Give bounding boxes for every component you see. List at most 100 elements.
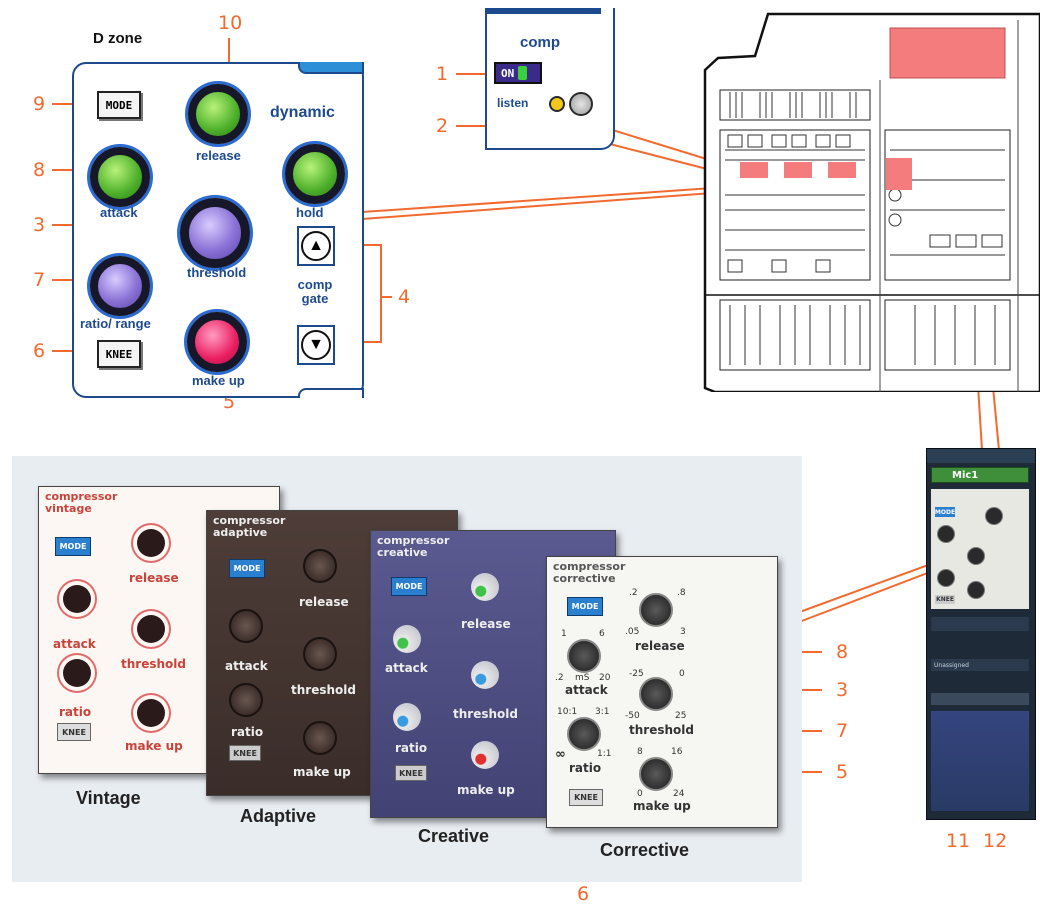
creative-mode-button[interactable]: MODE xyxy=(391,577,427,596)
callout-8b: 8 xyxy=(836,641,849,663)
creative-ratio-label: ratio xyxy=(395,741,428,755)
channel-mode-button[interactable]: MODE xyxy=(934,507,956,517)
channel-ratio-knob[interactable] xyxy=(937,569,955,587)
listen-led-icon xyxy=(549,96,565,112)
release-knob[interactable] xyxy=(188,84,248,144)
creative-knee-button[interactable]: KNEE xyxy=(395,765,427,781)
corrective-thr-tick-lo: -25 xyxy=(629,669,644,679)
corrective-knee-button[interactable]: KNEE xyxy=(569,789,603,806)
creative-title: compressor creative xyxy=(377,534,450,559)
corrective-attack-tick-lo: 1 xyxy=(561,629,567,639)
makeup-knob-label: make up xyxy=(192,373,245,388)
vintage-ratio-knob[interactable] xyxy=(63,659,91,687)
callout-3b: 3 xyxy=(836,679,849,701)
corrective-title: compressor corrective xyxy=(553,560,626,585)
comp-gate-down-button[interactable]: ▼ xyxy=(297,325,335,365)
callout-8: 8 xyxy=(33,159,46,181)
corrective-mode-button[interactable]: MODE xyxy=(567,597,603,616)
channel-strip-tabbar xyxy=(927,449,1035,463)
corrective-mk-tick-lo: 8 xyxy=(637,747,643,757)
makeup-knob[interactable] xyxy=(187,312,247,372)
callout-6: 6 xyxy=(33,340,46,362)
adaptive-threshold-label: threshold xyxy=(291,683,356,697)
threshold-knob[interactable] xyxy=(180,198,250,268)
vintage-attack-knob[interactable] xyxy=(63,585,91,613)
plugin-corrective: compressor corrective MODE .2 .8 .05 3 r… xyxy=(546,556,778,828)
callout-7b: 7 xyxy=(836,720,849,742)
callout-12: 12 xyxy=(983,830,1008,852)
comp-gate-up-button[interactable]: ▲ xyxy=(297,226,335,266)
comp-panel-topbar xyxy=(485,8,601,14)
channel-release-knob[interactable] xyxy=(985,507,1003,525)
comp-on-button[interactable]: ON xyxy=(494,62,542,84)
channel-fader-area[interactable] xyxy=(931,711,1029,811)
listen-button[interactable] xyxy=(569,92,593,116)
adaptive-knee-button[interactable]: KNEE xyxy=(229,745,261,761)
dzone-title: D zone xyxy=(93,30,143,47)
corrective-ratio-knob[interactable] xyxy=(567,717,601,751)
release-knob-label: release xyxy=(196,148,241,163)
vintage-mode-button[interactable]: MODE xyxy=(55,537,91,556)
adaptive-ratio-knob[interactable] xyxy=(229,683,263,717)
adaptive-ratio-label: ratio xyxy=(231,725,264,739)
hold-knob[interactable] xyxy=(285,144,345,204)
corrective-attack-tick-hi: 6 xyxy=(599,629,605,639)
vintage-ratio-label: ratio xyxy=(59,705,92,719)
adaptive-makeup-knob[interactable] xyxy=(303,721,337,755)
corrective-release-tick-hi2: 3 xyxy=(680,627,686,637)
plugin-area-bg-step xyxy=(12,456,472,486)
adaptive-attack-knob[interactable] xyxy=(229,609,263,643)
channel-name-bar: Mic1 xyxy=(931,467,1029,483)
creative-makeup-knob[interactable] xyxy=(471,741,499,769)
channel-knee-button[interactable]: KNEE xyxy=(935,595,955,604)
corrective-ratio-label: ratio xyxy=(569,761,602,775)
callout-9: 9 xyxy=(33,93,46,115)
vintage-knee-button[interactable]: KNEE xyxy=(57,723,91,741)
vintage-release-label: release xyxy=(129,571,179,585)
adaptive-makeup-label: make up xyxy=(293,765,351,779)
corrective-attack-tick-hi2: 20 xyxy=(599,673,611,683)
creative-makeup-label: make up xyxy=(457,783,515,797)
dzone-tab-bottom xyxy=(298,388,364,398)
corrective-ratio-tick-hi2: 1:1 xyxy=(597,749,612,759)
corrective-attack-tick-lo2: .2 xyxy=(555,673,564,683)
channel-attack-knob[interactable] xyxy=(937,525,955,543)
callout-3: 3 xyxy=(33,214,46,236)
corrective-threshold-knob[interactable] xyxy=(639,677,673,711)
ratio-range-knob[interactable] xyxy=(90,256,150,316)
callout-6b: 6 xyxy=(577,883,590,905)
corrective-release-tick-hi: .8 xyxy=(677,588,686,598)
creative-ratio-knob[interactable] xyxy=(393,703,421,731)
corrective-mk-tick-hi2: 24 xyxy=(673,789,685,799)
adaptive-threshold-knob[interactable] xyxy=(303,637,337,671)
vintage-threshold-knob[interactable] xyxy=(137,615,165,643)
creative-release-label: release xyxy=(461,617,511,631)
vintage-release-knob[interactable] xyxy=(137,529,165,557)
corrective-release-knob[interactable] xyxy=(639,593,673,627)
channel-makeup-knob[interactable] xyxy=(967,581,985,599)
dzone-knee-button[interactable]: KNEE xyxy=(97,340,141,368)
vintage-attack-label: attack xyxy=(53,637,96,651)
callout-10: 10 xyxy=(218,12,243,34)
creative-release-knob[interactable] xyxy=(471,573,499,601)
channel-strip: Mic1 MODE KNEE Unassigned xyxy=(926,448,1036,820)
dzone-mode-button[interactable]: MODE xyxy=(97,91,141,119)
vintage-title: compressor vintage xyxy=(45,490,118,515)
creative-attack-knob[interactable] xyxy=(393,625,421,653)
vintage-makeup-knob[interactable] xyxy=(137,699,165,727)
adaptive-mode-button[interactable]: MODE xyxy=(229,559,265,578)
corrective-ratio-tick-lo2: ∞ xyxy=(555,747,566,762)
channel-threshold-knob[interactable] xyxy=(967,547,985,565)
corrective-threshold-label: threshold xyxy=(629,723,694,737)
vintage-caption: Vintage xyxy=(76,788,141,808)
console-illustration xyxy=(703,12,1040,392)
comp-title: comp xyxy=(520,34,561,51)
corrective-attack-knob[interactable] xyxy=(567,639,601,673)
creative-caption: Creative xyxy=(418,826,490,846)
corrective-attack-label: attack xyxy=(565,683,608,697)
adaptive-release-knob[interactable] xyxy=(303,549,337,583)
corrective-makeup-knob[interactable] xyxy=(639,757,673,791)
creative-threshold-knob[interactable] xyxy=(471,661,499,689)
attack-knob[interactable] xyxy=(90,147,150,207)
comp-on-label: ON xyxy=(501,66,515,80)
